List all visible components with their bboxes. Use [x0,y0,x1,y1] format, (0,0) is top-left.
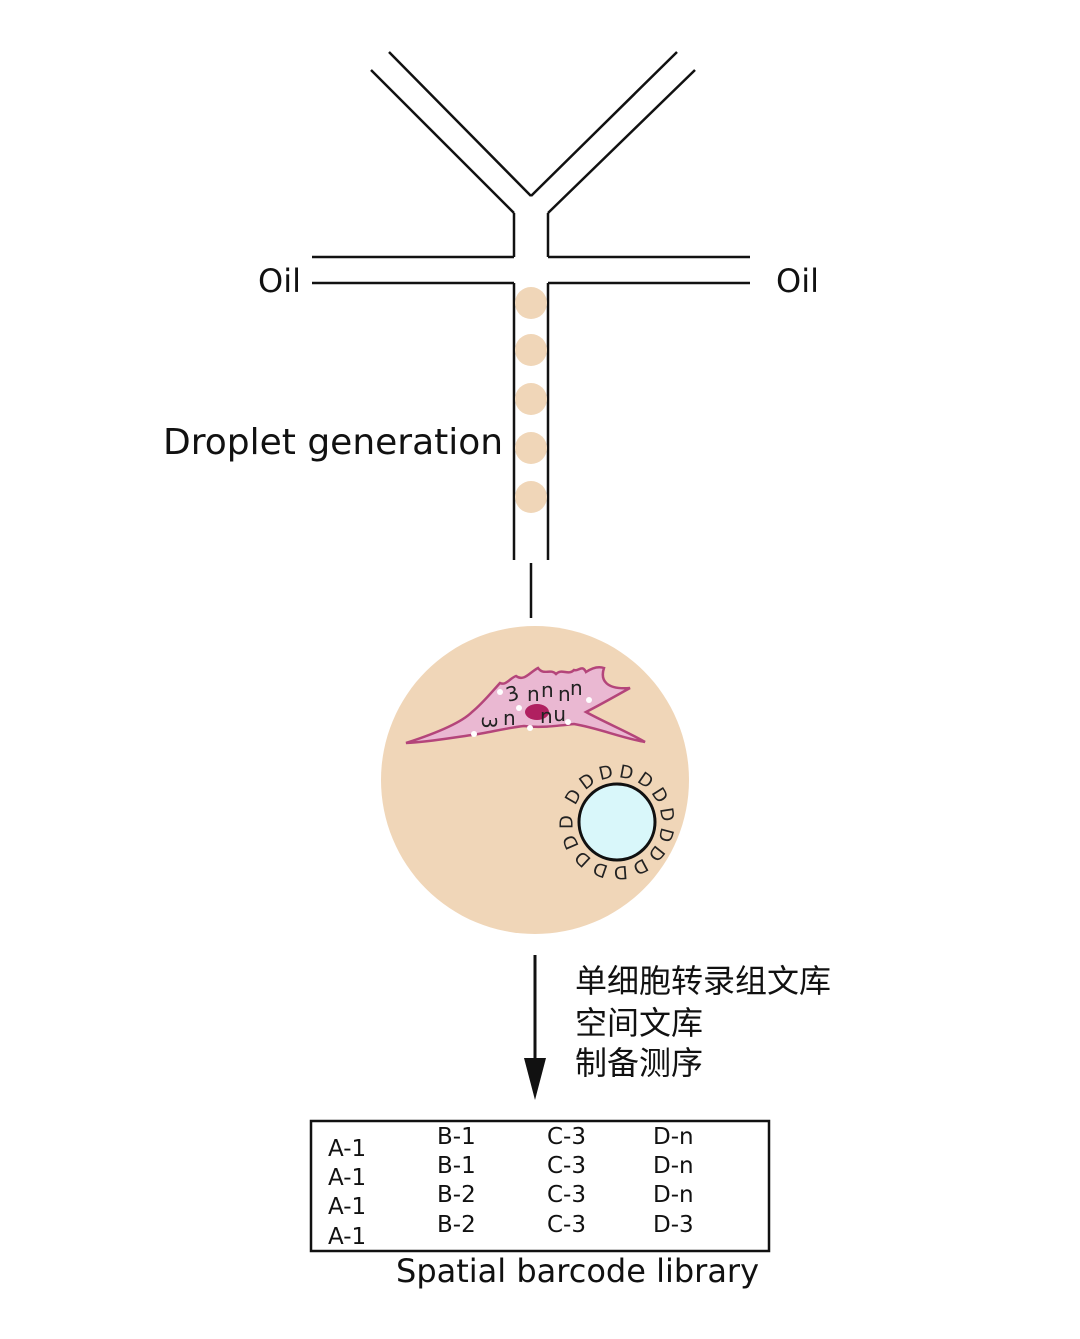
droplet [515,334,547,366]
barcode-cell: C-3 [547,1212,586,1238]
droplet [515,383,547,415]
barcode-cell: D-n [653,1153,694,1179]
barcode-cell: A-1 [328,1165,366,1191]
svg-text:n: n [558,682,571,706]
step-text-2: 空间文库 [575,1004,703,1042]
bead-mark: D [557,815,578,829]
barcode-cell: C-3 [547,1182,586,1208]
bead-mark: D [655,806,678,823]
droplet [515,481,547,513]
library-caption: Spatial barcode library [396,1252,759,1290]
droplet [515,432,547,464]
step-text-3: 制备测序 [575,1044,703,1082]
bead-core [577,782,657,862]
barcode-cell: C-3 [547,1153,586,1179]
bead-mark: D [590,857,610,881]
bead-mark: D [613,861,628,883]
down-arrow [524,955,546,1100]
inlet-left-inner [388,51,532,197]
bead-mark: D [597,761,615,785]
svg-text:n: n [503,706,516,730]
bead-mark: D [618,761,636,784]
barcode-cell: B-1 [437,1153,476,1179]
cell: 3 n n n n 3 n n n [405,665,646,745]
barcode-cell: C-3 [547,1124,586,1150]
barcode-cell: A-1 [328,1136,366,1162]
droplet [515,287,547,319]
step-text-1: 单细胞转录组文库 [575,962,831,1000]
svg-text:n: n [553,705,566,729]
cell-dots [471,689,592,737]
barcode-cell: D-n [653,1124,694,1150]
cell-body [405,665,646,745]
oil-left-label: Oil [258,262,301,300]
svg-text:n: n [527,682,540,706]
library-frame [309,1119,771,1253]
svg-text:3: 3 [503,680,522,706]
oil-right-label: Oil [776,262,819,300]
microfluidic-chip [312,51,750,618]
barcode-cell: D-n [653,1182,694,1208]
inlet-right-inner [530,51,678,197]
bead-mark: D [653,826,677,845]
svg-text:3: 3 [477,716,501,729]
svg-text:n: n [541,678,554,702]
inlet-right-outer [547,69,696,214]
barcode-cell: B-2 [437,1212,476,1238]
barcode-cell: A-1 [328,1194,366,1220]
cell-nucleus [525,704,549,720]
barcode-cell: A-1 [328,1224,366,1250]
barcode-cell: B-1 [437,1124,476,1150]
svg-text:n: n [540,704,553,728]
inlet-left-outer [370,69,515,214]
droplets [515,287,547,513]
droplet-generation-label: Droplet generation [163,422,503,463]
barcode-cell: D-3 [653,1212,694,1238]
barcode-cell: B-2 [437,1182,476,1208]
rna-marks: 3 n n n n 3 n n n [477,676,583,730]
svg-text:n: n [570,676,583,700]
